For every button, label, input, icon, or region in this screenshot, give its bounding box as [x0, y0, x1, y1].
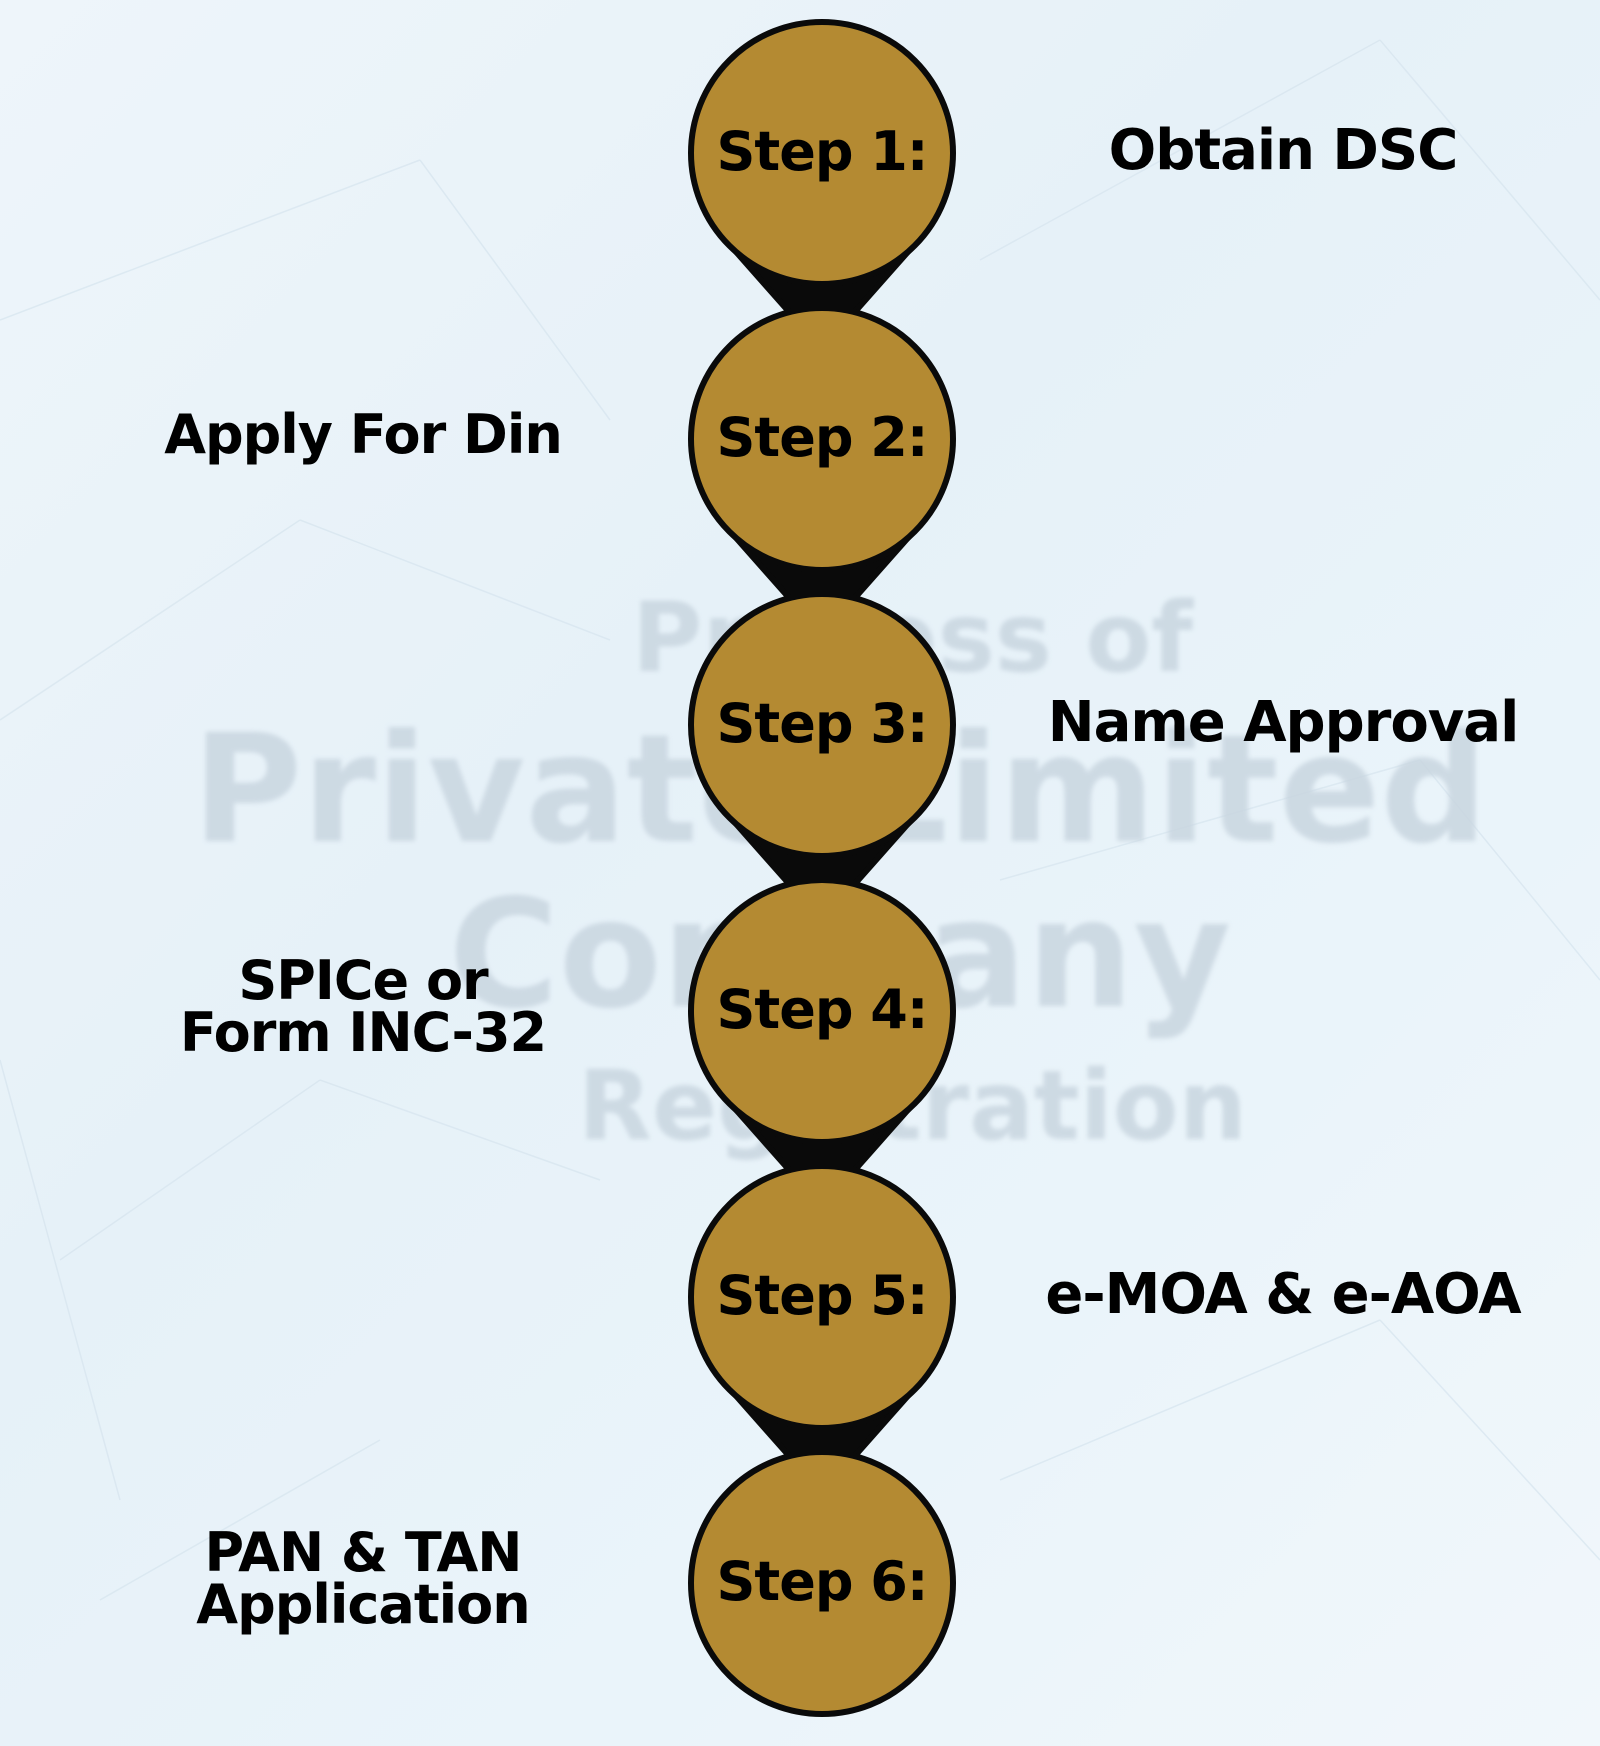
step-label-2: Step 2: — [716, 406, 929, 469]
step-description-line: Name Approval — [1047, 690, 1520, 755]
step-circle-4 — [688, 877, 956, 1145]
step-circle-6 — [688, 1449, 956, 1717]
step-description-line: Application — [196, 1573, 530, 1636]
step-description-line: Apply For Din — [164, 403, 563, 466]
step-description-2: Apply For Din — [103, 403, 623, 466]
step-description-1: Obtain DSC — [1003, 123, 1563, 179]
step-description-5: e-MOA & e-AOA — [1003, 1267, 1563, 1323]
step-node-4 — [688, 877, 956, 1210]
step-description-line: PAN & TAN — [204, 1521, 523, 1584]
step-circle-3 — [688, 591, 956, 859]
step-label-5: Step 5: — [716, 1264, 929, 1327]
step-node-1 — [688, 19, 956, 352]
step-node-2 — [688, 305, 956, 638]
step-label-4: Step 4: — [716, 978, 929, 1041]
step-description-line: Obtain DSC — [1108, 118, 1459, 183]
step-description-line: SPICe or — [238, 949, 488, 1012]
step-description-line: e-MOA & e-AOA — [1045, 1262, 1521, 1327]
step-label-6: Step 6: — [716, 1550, 929, 1613]
step-circle-2 — [688, 305, 956, 573]
step-node-3 — [688, 591, 956, 924]
step-description-line: Form INC-32 — [179, 1001, 547, 1064]
step-label-3: Step 3: — [716, 692, 929, 755]
step-circle-1 — [688, 19, 956, 287]
step-circle-5 — [688, 1163, 956, 1431]
step-description-3: Name Approval — [1003, 695, 1563, 751]
step-node-6 — [688, 1449, 956, 1717]
step-label-1: Step 1: — [716, 120, 929, 183]
step-node-5 — [688, 1163, 956, 1496]
